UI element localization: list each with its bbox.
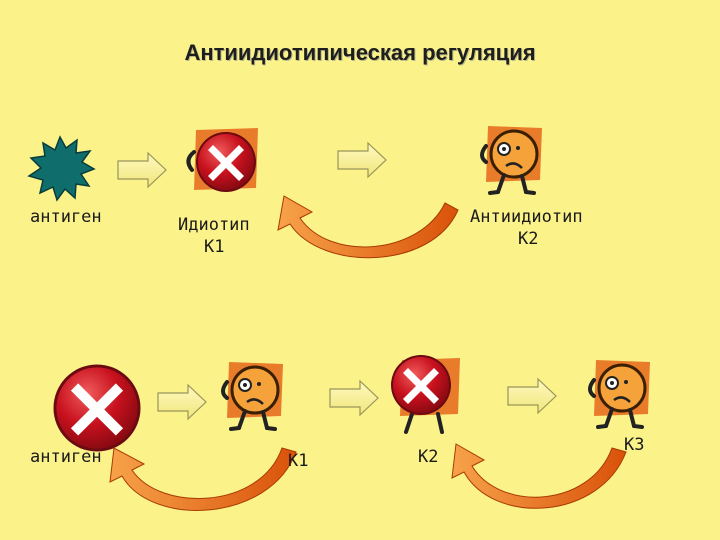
arrow-right-icon bbox=[157, 384, 207, 420]
antigen-bottom-label: антиген bbox=[30, 447, 102, 467]
antigen-star-icon bbox=[27, 135, 96, 202]
curved-feedback-arrow-icon bbox=[109, 447, 297, 511]
k2-label: К2 bbox=[418, 447, 439, 467]
antiidiotype-label: Антиидиотип bbox=[470, 207, 583, 227]
k3-label: К3 bbox=[624, 435, 645, 455]
antiidiotype-k2-label: К2 bbox=[518, 229, 539, 249]
antigen-label: антиген bbox=[30, 207, 102, 227]
idiotype-blocked-cell bbox=[186, 128, 258, 192]
cell-face-icon bbox=[588, 358, 652, 429]
cell-face-icon bbox=[221, 360, 285, 431]
arrow-right-icon bbox=[329, 380, 379, 416]
curved-feedback-arrow-icon bbox=[451, 443, 627, 509]
arrow-right-icon bbox=[337, 142, 387, 178]
idiotype-label: Идиотип bbox=[178, 215, 250, 235]
arrow-right-icon bbox=[507, 378, 557, 414]
page-title: Антиидиотипическая регуляция bbox=[184, 40, 536, 65]
k2-blocked-cell bbox=[391, 355, 460, 434]
cell-face-icon bbox=[480, 124, 544, 195]
k1-label: К1 bbox=[288, 451, 309, 471]
blocked-x-icon bbox=[391, 355, 451, 415]
arrow-right-icon bbox=[117, 152, 167, 188]
blocked-x-icon bbox=[196, 132, 256, 192]
idiotype-k1-label: К1 bbox=[204, 237, 225, 257]
blocked-x-icon bbox=[53, 364, 141, 452]
curved-feedback-arrow-icon bbox=[277, 195, 459, 259]
